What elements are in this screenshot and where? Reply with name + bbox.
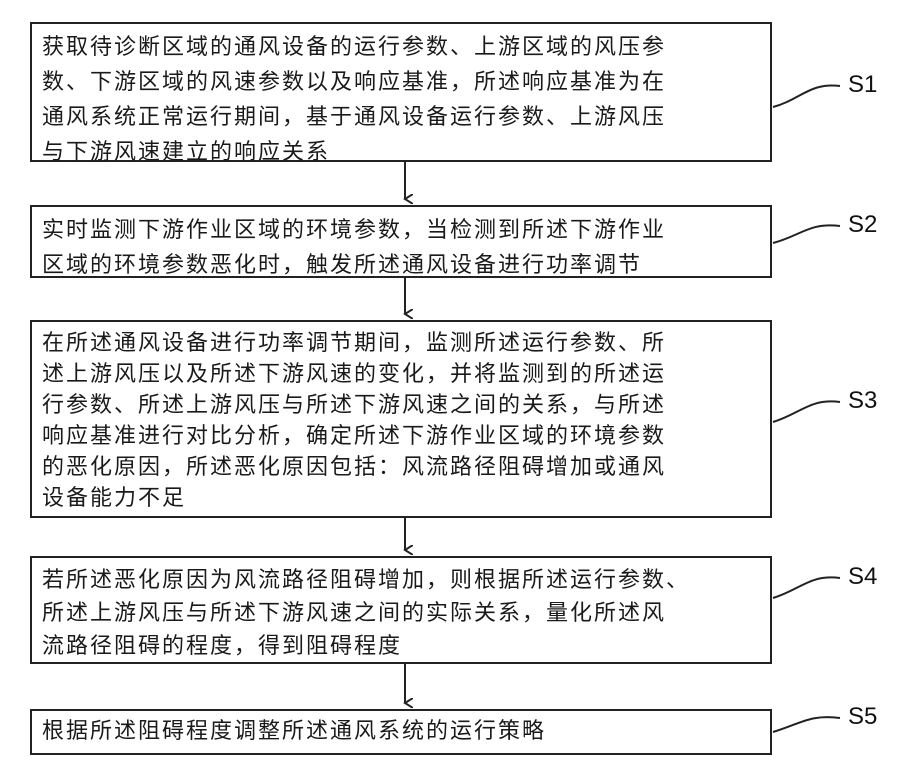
step-box-s3: 在所述通风设备进行功率调节期间，监测所述运行参数、所 述上游风压以及所述下游风速…	[30, 320, 772, 518]
leader-s3	[773, 401, 840, 422]
step-box-s5: 根据所述阻碍程度调整所述通风系统的运行策略	[30, 709, 772, 755]
step-label-s1: S1	[848, 71, 877, 99]
leader-s4	[773, 577, 840, 598]
step-box-s2: 实时监测下游作业区域的环境参数，当检测到所述下游作业 区域的环境参数恶化时，触发…	[30, 205, 772, 278]
leader-s2	[773, 225, 840, 243]
step-text-s2: 实时监测下游作业区域的环境参数，当检测到所述下游作业 区域的环境参数恶化时，触发…	[42, 213, 760, 283]
step-text-s1: 获取待诊断区域的通风设备的运行参数、上游区域的风压参 数、下游区域的风速参数以及…	[42, 30, 760, 170]
step-label-s4: S4	[848, 563, 877, 591]
step-box-s4: 若所述恶化原因为风流路径阻碍增加，则根据所述运行参数、 所述上游风压与所述下游风…	[30, 556, 772, 664]
step-box-s1: 获取待诊断区域的通风设备的运行参数、上游区域的风压参 数、下游区域的风速参数以及…	[30, 22, 772, 162]
step-label-s2: S2	[848, 211, 877, 239]
step-label-s3: S3	[848, 387, 877, 415]
step-text-s5: 根据所述阻碍程度调整所述通风系统的运行策略	[42, 714, 760, 749]
step-label-s5: S5	[848, 703, 877, 731]
step-text-s3: 在所述通风设备进行功率调节期间，监测所述运行参数、所 述上游风压以及所述下游风速…	[42, 328, 760, 514]
leader-s1	[773, 85, 840, 107]
leader-s5	[773, 717, 840, 732]
step-text-s4: 若所述恶化原因为风流路径阻碍增加，则根据所述运行参数、 所述上游风压与所述下游风…	[42, 564, 760, 663]
